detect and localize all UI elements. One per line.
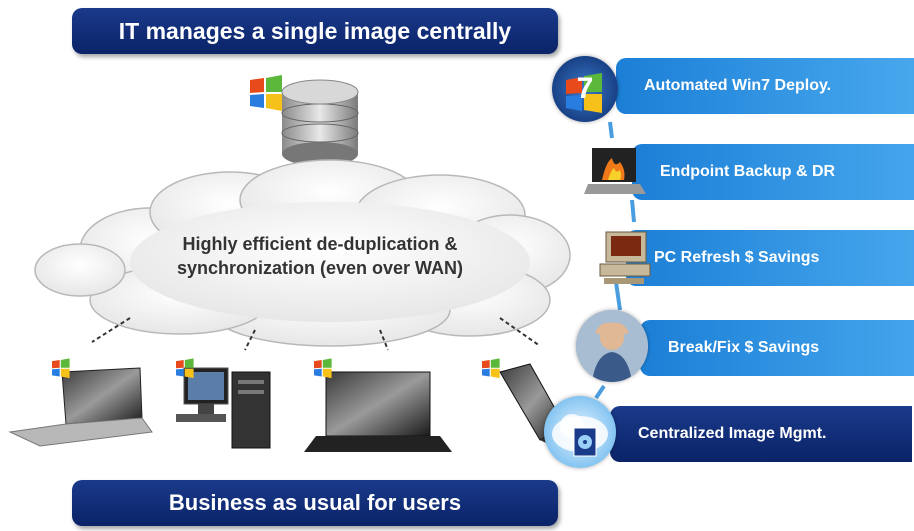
- laptop-icon: [304, 358, 452, 452]
- benefit-label: Endpoint Backup & DR: [660, 163, 836, 180]
- header-banner: IT manages a single image centrally: [72, 8, 558, 54]
- windows-logo-icon: [250, 75, 282, 111]
- cloud-disk-icon: [544, 396, 616, 468]
- benefit-break-fix: Break/Fix $ Savings: [640, 320, 914, 376]
- svg-text:7: 7: [577, 72, 594, 105]
- cloud-shape: [34, 159, 571, 347]
- benefit-pc-refresh: PC Refresh $ Savings: [626, 230, 914, 286]
- benefit-label: PC Refresh $ Savings: [654, 249, 820, 266]
- frustrated-user-icon: [576, 310, 648, 382]
- header-title: IT manages a single image centrally: [118, 17, 512, 44]
- benefit-backup-dr: Endpoint Backup & DR: [632, 144, 914, 200]
- sync-arrows-down: [91, 317, 541, 351]
- benefit-label: Break/Fix $ Savings: [668, 339, 820, 356]
- old-pc-icon: [596, 226, 662, 292]
- laptop-icon: [8, 358, 153, 447]
- footer-title: Business as usual for users: [168, 490, 462, 515]
- footer-banner: Business as usual for users: [72, 480, 558, 526]
- cloud-line-1: Highly efficient de-duplication &: [182, 234, 458, 254]
- desktop-pc-icon: [176, 358, 271, 449]
- benefit-label: Centralized Image Mgmt.: [638, 425, 827, 442]
- benefit-label: Automated Win7 Deploy.: [644, 77, 832, 94]
- cloud-line-2: synchronization (even over WAN): [176, 258, 464, 278]
- benefit-image-mgmt: Centralized Image Mgmt.: [610, 406, 912, 462]
- windows7-logo-icon: 7: [552, 56, 618, 122]
- chain-links: [594, 121, 636, 400]
- benefit-win7-deploy: Automated Win7 Deploy.: [616, 58, 914, 114]
- cloud-caption: Highly efficient de-duplication & synchr…: [100, 232, 540, 280]
- burning-laptop-icon: [584, 140, 650, 206]
- database-icon: [281, 79, 359, 166]
